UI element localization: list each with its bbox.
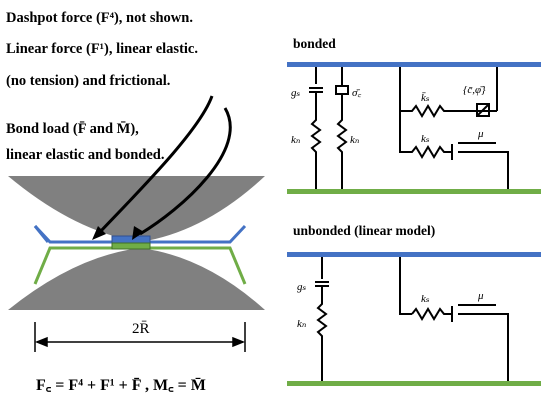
bond-lower [111,242,151,250]
bonded-kn-label: kₙ [291,134,300,146]
unbonded-kn-label: kₙ [297,318,306,330]
dashpot-force-text: Dashpot force (F⁴), not shown. [6,10,193,26]
bonded-sigma-label: σ̄꜀ [352,87,361,99]
bonded-gs-label: gₛ [291,87,301,99]
bond-upper [111,235,151,244]
unbonded-bottom-wall [287,381,541,386]
left-description: Dashpot force (F⁴), not shown. Linear fo… [6,10,198,163]
unbonded-title: unbonded (linear model) [293,223,435,238]
bonded-cphi-label: {c̄,φ̄} [463,84,486,96]
unbonded-labels: gₛ kₙ kₛ μ [297,281,484,330]
force-equation: F꜀ = F⁴ + F¹ + F̄ , M꜀ = M̄ [36,375,206,394]
bonded-elastic-text: linear elastic and bonded. [6,147,164,163]
particle-pair [8,176,265,310]
diameter-label: 2R̄ [132,321,150,337]
bonded-ks-label: kₛ [421,133,430,145]
linear-force-text: Linear force (F¹), linear elastic. [6,41,198,57]
unbonded-mu-label: μ [477,290,484,302]
bonded-ks-bar-label: k̄ₛ [421,92,430,104]
bonded-labels: gₛ kₙ σ̄꜀ kₙ k̄ₛ {c̄,φ̄} kₛ μ [291,84,486,146]
bonded-title: bonded [293,36,336,51]
bond-load-text: Bond load (F̄ and M̄), [6,121,139,137]
unbonded-ks-label: kₛ [421,293,430,305]
bonded-mu-label: μ [477,128,484,140]
unbonded-top-wall [287,252,541,257]
bonded-bottom-wall [287,189,541,194]
arrows [92,95,232,240]
bonded-kn2-label: kₙ [350,134,359,146]
bond-strength-element [476,103,490,117]
unbonded-circuit [315,257,509,381]
lower-particle [8,248,265,310]
bond-element [111,235,151,250]
arrow-bond [98,95,214,234]
bonded-top-wall [287,62,541,67]
diameter-dimension [34,322,246,352]
bonded-circuit [309,67,509,189]
no-tension-text: (no tension) and frictional. [6,73,170,89]
arrow-linear [139,107,232,236]
upper-particle [8,176,265,242]
unbonded-gs-label: gₛ [297,281,307,293]
